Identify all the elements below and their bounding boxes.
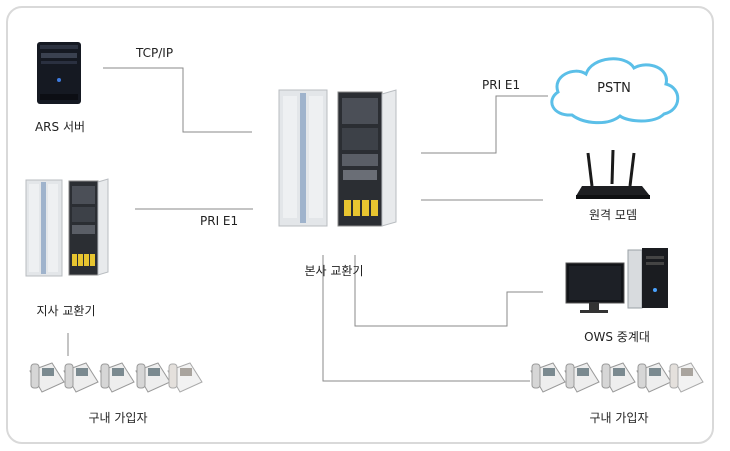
link-hq-to-pstn: [421, 95, 548, 154]
phone-icon: [167, 362, 203, 393]
workstation-icon: [565, 248, 668, 313]
node-label-subscribers-right: 구내 가입자: [589, 411, 649, 425]
node-label-branch-exchange: 지사 교환기: [36, 304, 96, 318]
phone-icon: [636, 362, 672, 393]
server-icon: [37, 42, 81, 104]
link-label-pri-e1-branch: PRI E1: [200, 214, 239, 228]
link-label-pri-e1-pstn: PRI E1: [482, 78, 521, 92]
phone-icon: [63, 362, 99, 393]
link-label-tcp-ip: TCP/IP: [136, 46, 174, 60]
node-label-subscribers-left: 구내 가입자: [88, 411, 148, 425]
node-label-remote-modem: 원격 모뎀: [589, 208, 637, 222]
phone-icon: [668, 362, 704, 393]
branch-exchange-cabinet-closed: [25, 179, 63, 277]
node-label-pstn: PSTN: [597, 81, 631, 96]
phone-icon: [99, 362, 135, 393]
node-label-ows-relay: OWS 중계대: [584, 330, 650, 344]
hq-exchange-cabinet-closed: [278, 89, 328, 227]
hq-exchange-cabinet-open: [337, 89, 397, 227]
connection-lines: [67, 67, 548, 382]
phone-icon-group-right: [530, 362, 704, 393]
phone-icon: [530, 362, 566, 393]
phone-icon: [600, 362, 636, 393]
node-label-hq-exchange: 본사 교환기: [304, 264, 364, 278]
cloud-icon: [550, 57, 680, 125]
link-hq-to-subscribers-right: [322, 255, 530, 382]
phone-icon: [564, 362, 600, 393]
router-icon: [576, 149, 650, 199]
link-hq-to-ows: [354, 255, 543, 327]
node-label-ars-server: ARS 서버: [34, 120, 86, 134]
phone-icon-group-left: [29, 362, 203, 393]
link-ars-to-hq: [103, 67, 252, 133]
phone-icon: [29, 362, 65, 393]
branch-exchange-cabinet-open: [68, 178, 109, 276]
phone-icon: [135, 362, 171, 393]
